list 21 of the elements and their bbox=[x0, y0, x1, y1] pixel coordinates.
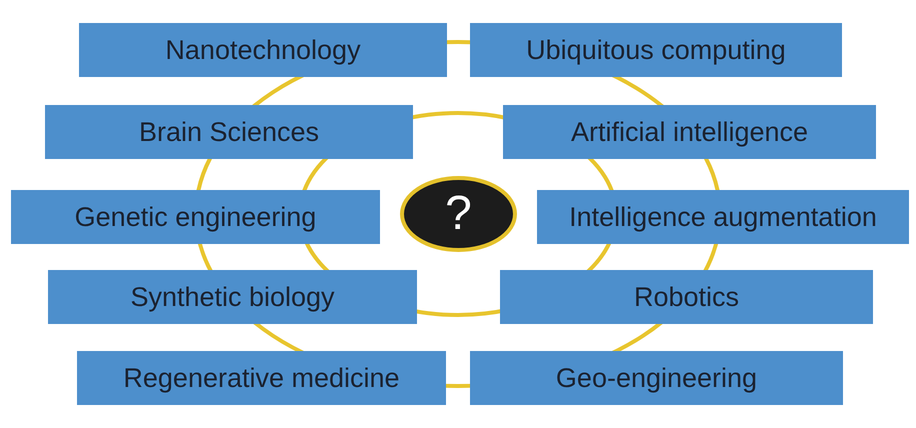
topic-label: Intelligence augmentation bbox=[569, 201, 877, 233]
topic-box bbox=[77, 351, 446, 405]
topic-label: Geo-engineering bbox=[556, 362, 758, 394]
topic-box bbox=[470, 23, 842, 77]
topic-label: Robotics bbox=[634, 281, 740, 313]
topic-box bbox=[11, 190, 380, 244]
topic-box bbox=[45, 105, 413, 159]
topic-box bbox=[500, 270, 873, 324]
topic-label: Nanotechnology bbox=[165, 34, 361, 66]
topic-box bbox=[503, 105, 876, 159]
topic-box bbox=[470, 351, 843, 405]
topic-label: Ubiquitous computing bbox=[526, 34, 786, 66]
topic-label: Brain Sciences bbox=[138, 116, 320, 148]
topic-box bbox=[79, 23, 447, 77]
topic-label: Genetic engineering bbox=[74, 201, 316, 233]
topic-label: Artificial intelligence bbox=[570, 116, 808, 148]
topic-box bbox=[48, 270, 417, 324]
topic-box bbox=[537, 190, 909, 244]
topic-label: Regenerative medicine bbox=[123, 362, 400, 394]
question-mark: ? bbox=[445, 187, 472, 241]
topic-label: Synthetic biology bbox=[130, 281, 335, 313]
